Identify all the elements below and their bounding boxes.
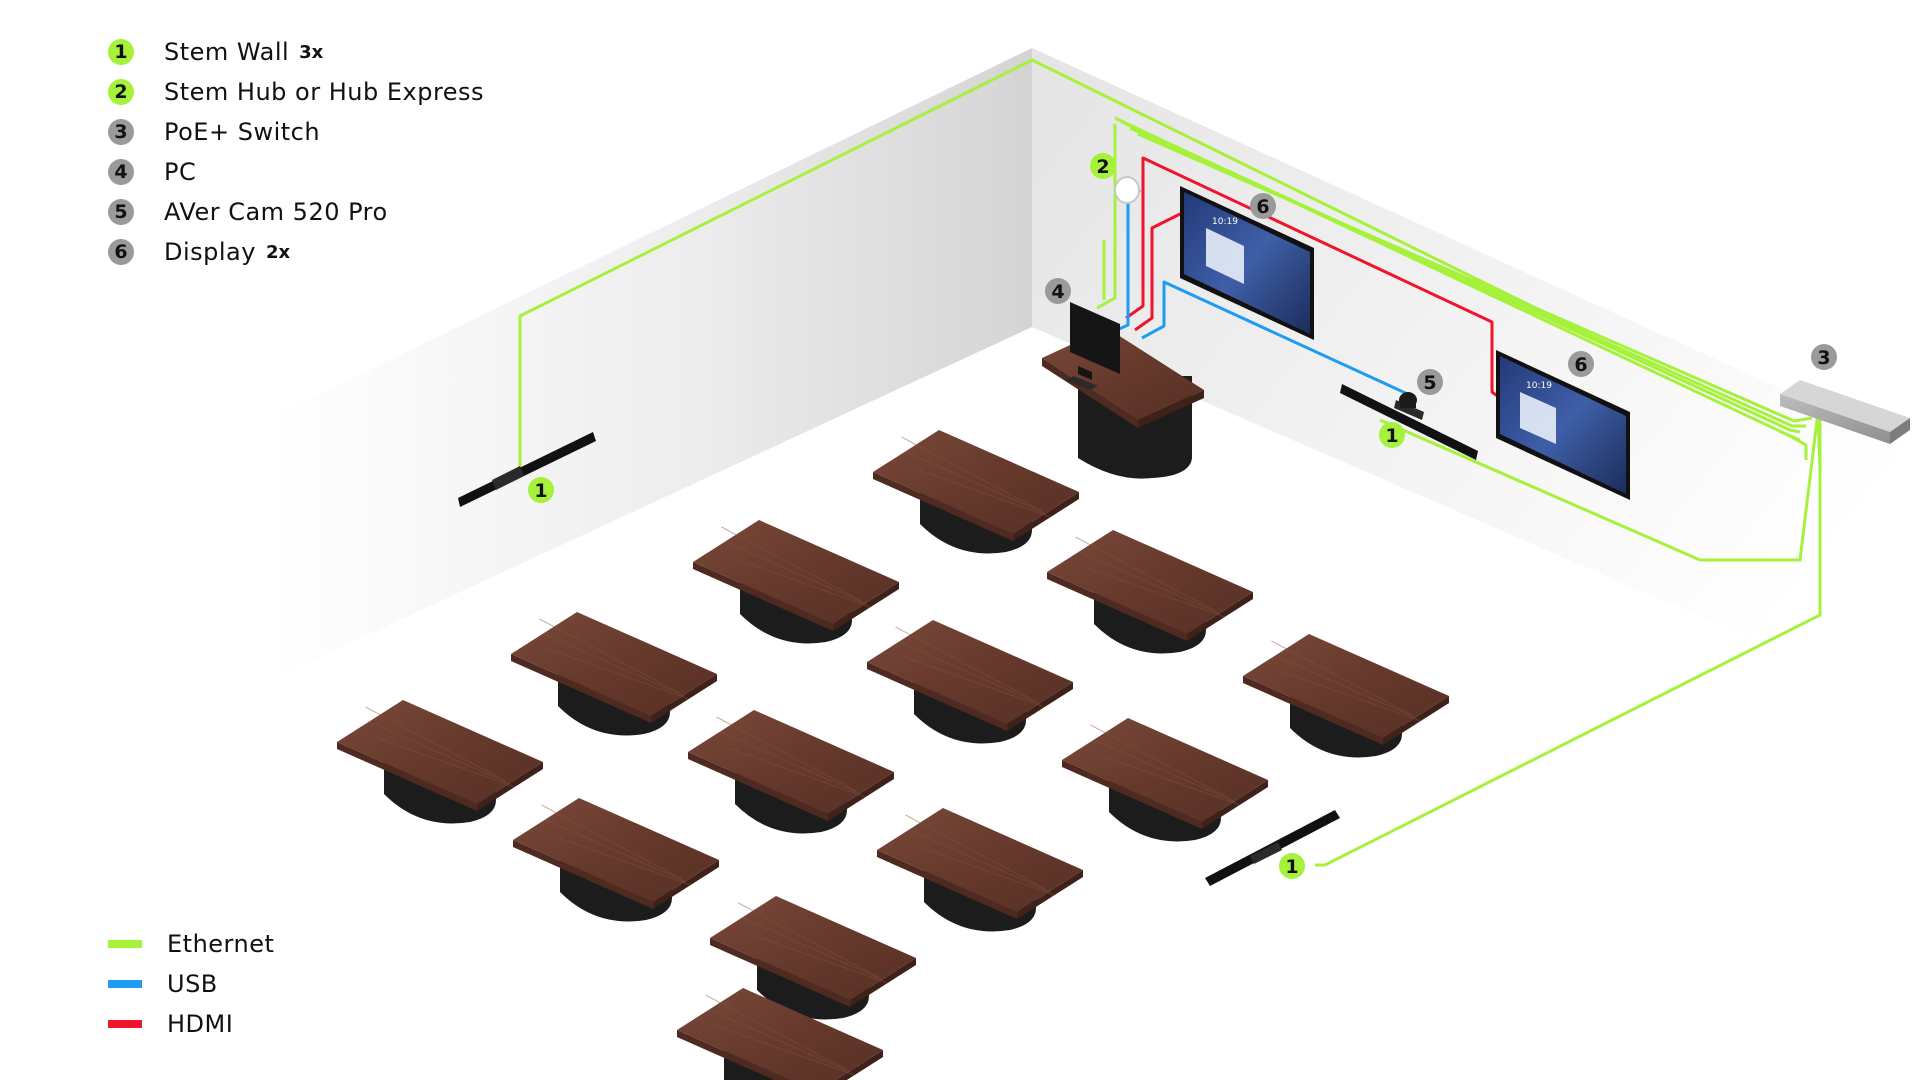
camera	[1399, 392, 1417, 408]
device-legend: 1 Stem Wall 3x 2 Stem Hub or Hub Express…	[108, 32, 484, 272]
student-table	[337, 700, 543, 824]
legend-item: 5 AVer Cam 520 Pro	[108, 192, 484, 232]
student-table	[513, 798, 719, 922]
legend-qty: 2x	[265, 241, 291, 263]
student-table	[873, 430, 1079, 554]
legend-label: AVer Cam 520 Pro	[164, 198, 388, 226]
display-2-time: 10:19	[1526, 381, 1552, 391]
student-table	[867, 620, 1073, 744]
callout-badge: 2	[1090, 153, 1116, 179]
cable-legend-item: HDMI	[108, 1004, 274, 1044]
student-table	[1243, 634, 1449, 758]
hdmi-cables	[1125, 156, 1501, 400]
callout-badge: 6	[1250, 193, 1276, 219]
ethernet-swatch	[108, 940, 142, 948]
student-tables	[337, 430, 1449, 1080]
cable-legend: Ethernet USB HDMI	[108, 924, 274, 1044]
display-1-time: 10:19	[1212, 217, 1238, 227]
student-table	[511, 612, 717, 736]
svg-text:1: 1	[1385, 425, 1398, 447]
legend-badge: 1	[108, 39, 134, 65]
legend-badge: 5	[108, 199, 134, 225]
cable-legend-item: Ethernet	[108, 924, 274, 964]
callout-badge: 3	[1811, 344, 1837, 370]
student-table	[877, 808, 1083, 932]
cable-label: HDMI	[167, 1010, 234, 1038]
display-2: 10:19	[1496, 350, 1630, 500]
legend-label: Stem Hub or Hub Express	[164, 78, 485, 106]
callout-badge: 4	[1045, 278, 1071, 304]
callout-badge: 5	[1417, 369, 1443, 395]
legend-item: 3 PoE+ Switch	[108, 112, 484, 152]
callout-badge: 6	[1568, 351, 1594, 377]
cable-label: Ethernet	[167, 930, 275, 958]
svg-text:6: 6	[1574, 354, 1587, 376]
stem-hub	[1114, 176, 1140, 204]
legend-label: PC	[164, 158, 197, 186]
callout-badge: 1	[1379, 422, 1405, 448]
legend-item: 2 Stem Hub or Hub Express	[108, 72, 484, 112]
hdmi-swatch	[108, 1020, 142, 1028]
svg-text:4: 4	[1051, 281, 1064, 303]
left-wall	[270, 48, 1032, 680]
student-table	[1062, 718, 1268, 842]
svg-text:6: 6	[1256, 196, 1269, 218]
legend-item: 1 Stem Wall 3x	[108, 32, 484, 72]
callout-badge: 1	[528, 477, 554, 503]
legend-item: 6 Display 2x	[108, 232, 484, 272]
legend-qty: 3x	[299, 41, 324, 63]
svg-text:1: 1	[534, 480, 547, 502]
cable-label: USB	[167, 970, 218, 998]
cable-legend-item: USB	[108, 964, 274, 1004]
usb-swatch	[108, 980, 142, 988]
svg-text:1: 1	[1285, 856, 1298, 878]
legend-label: PoE+ Switch	[164, 118, 321, 146]
legend-label: Stem Wall	[164, 38, 290, 66]
poe-switch	[1780, 380, 1910, 444]
stem-wall-floor	[1205, 810, 1340, 886]
student-table	[710, 896, 916, 1020]
student-table	[1047, 530, 1253, 654]
pc	[1066, 302, 1120, 390]
svg-text:3: 3	[1817, 347, 1830, 369]
legend-badge: 2	[108, 79, 134, 105]
legend-label: Display	[164, 238, 256, 266]
legend-badge: 4	[108, 159, 134, 185]
legend-badge: 6	[108, 239, 134, 265]
svg-text:5: 5	[1423, 372, 1436, 394]
student-table	[677, 988, 883, 1080]
legend-badge: 3	[108, 119, 134, 145]
student-table	[688, 710, 894, 834]
legend-item: 4 PC	[108, 152, 484, 192]
stem-wall-left	[458, 432, 596, 507]
student-table	[693, 520, 899, 644]
svg-text:2: 2	[1096, 156, 1109, 178]
callout-badge: 1	[1279, 853, 1305, 879]
display-1: 10:19	[1180, 186, 1314, 340]
